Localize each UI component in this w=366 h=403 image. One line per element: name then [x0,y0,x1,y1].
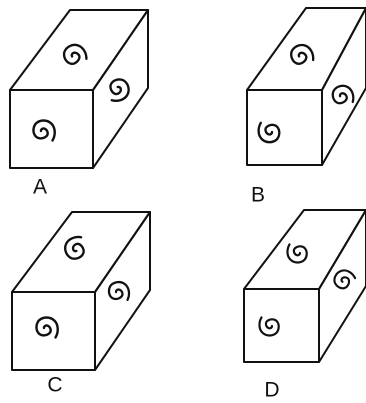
spiral-icon [257,121,281,144]
option-label-d: D [264,379,279,402]
cube-a-outline [9,9,149,169]
option-label-c: C [47,374,62,397]
cube-b-top-face [246,7,366,91]
cube-d-front-face [243,288,320,363]
spiral-icon [290,43,315,65]
option-label-b: B [251,184,265,207]
cube-c-side-face [94,211,151,371]
spiral-icon [107,280,131,302]
cube-b-side-face [321,7,366,166]
cube-c-front-face [11,291,96,371]
cube-option-d: D [243,209,366,402]
spiral-icon [64,235,85,260]
option-label-a: A [33,176,47,199]
cube-d-outline [243,209,366,363]
cube-d-top-face [243,209,366,290]
cube-c-top-face [11,211,151,293]
cube-a-top-face [9,9,149,91]
spiral-icon [258,316,280,337]
cube-c-outline [11,211,151,371]
cube-a-side-face [92,9,149,169]
spiral-icon [62,43,88,66]
spiral-icon [35,316,59,339]
spiral-icon [333,269,357,290]
spiral-icon [331,84,355,105]
spiral-icon [286,243,308,264]
cube-option-b: B [246,7,366,207]
spiral-icon [32,119,56,142]
cube-option-a: A [9,9,149,199]
cube-a-front-face [9,89,94,169]
spiral-icon [109,78,130,102]
cube-option-c: C [11,211,151,397]
cube-b-outline [246,7,366,166]
cube-d-side-face [318,209,366,363]
